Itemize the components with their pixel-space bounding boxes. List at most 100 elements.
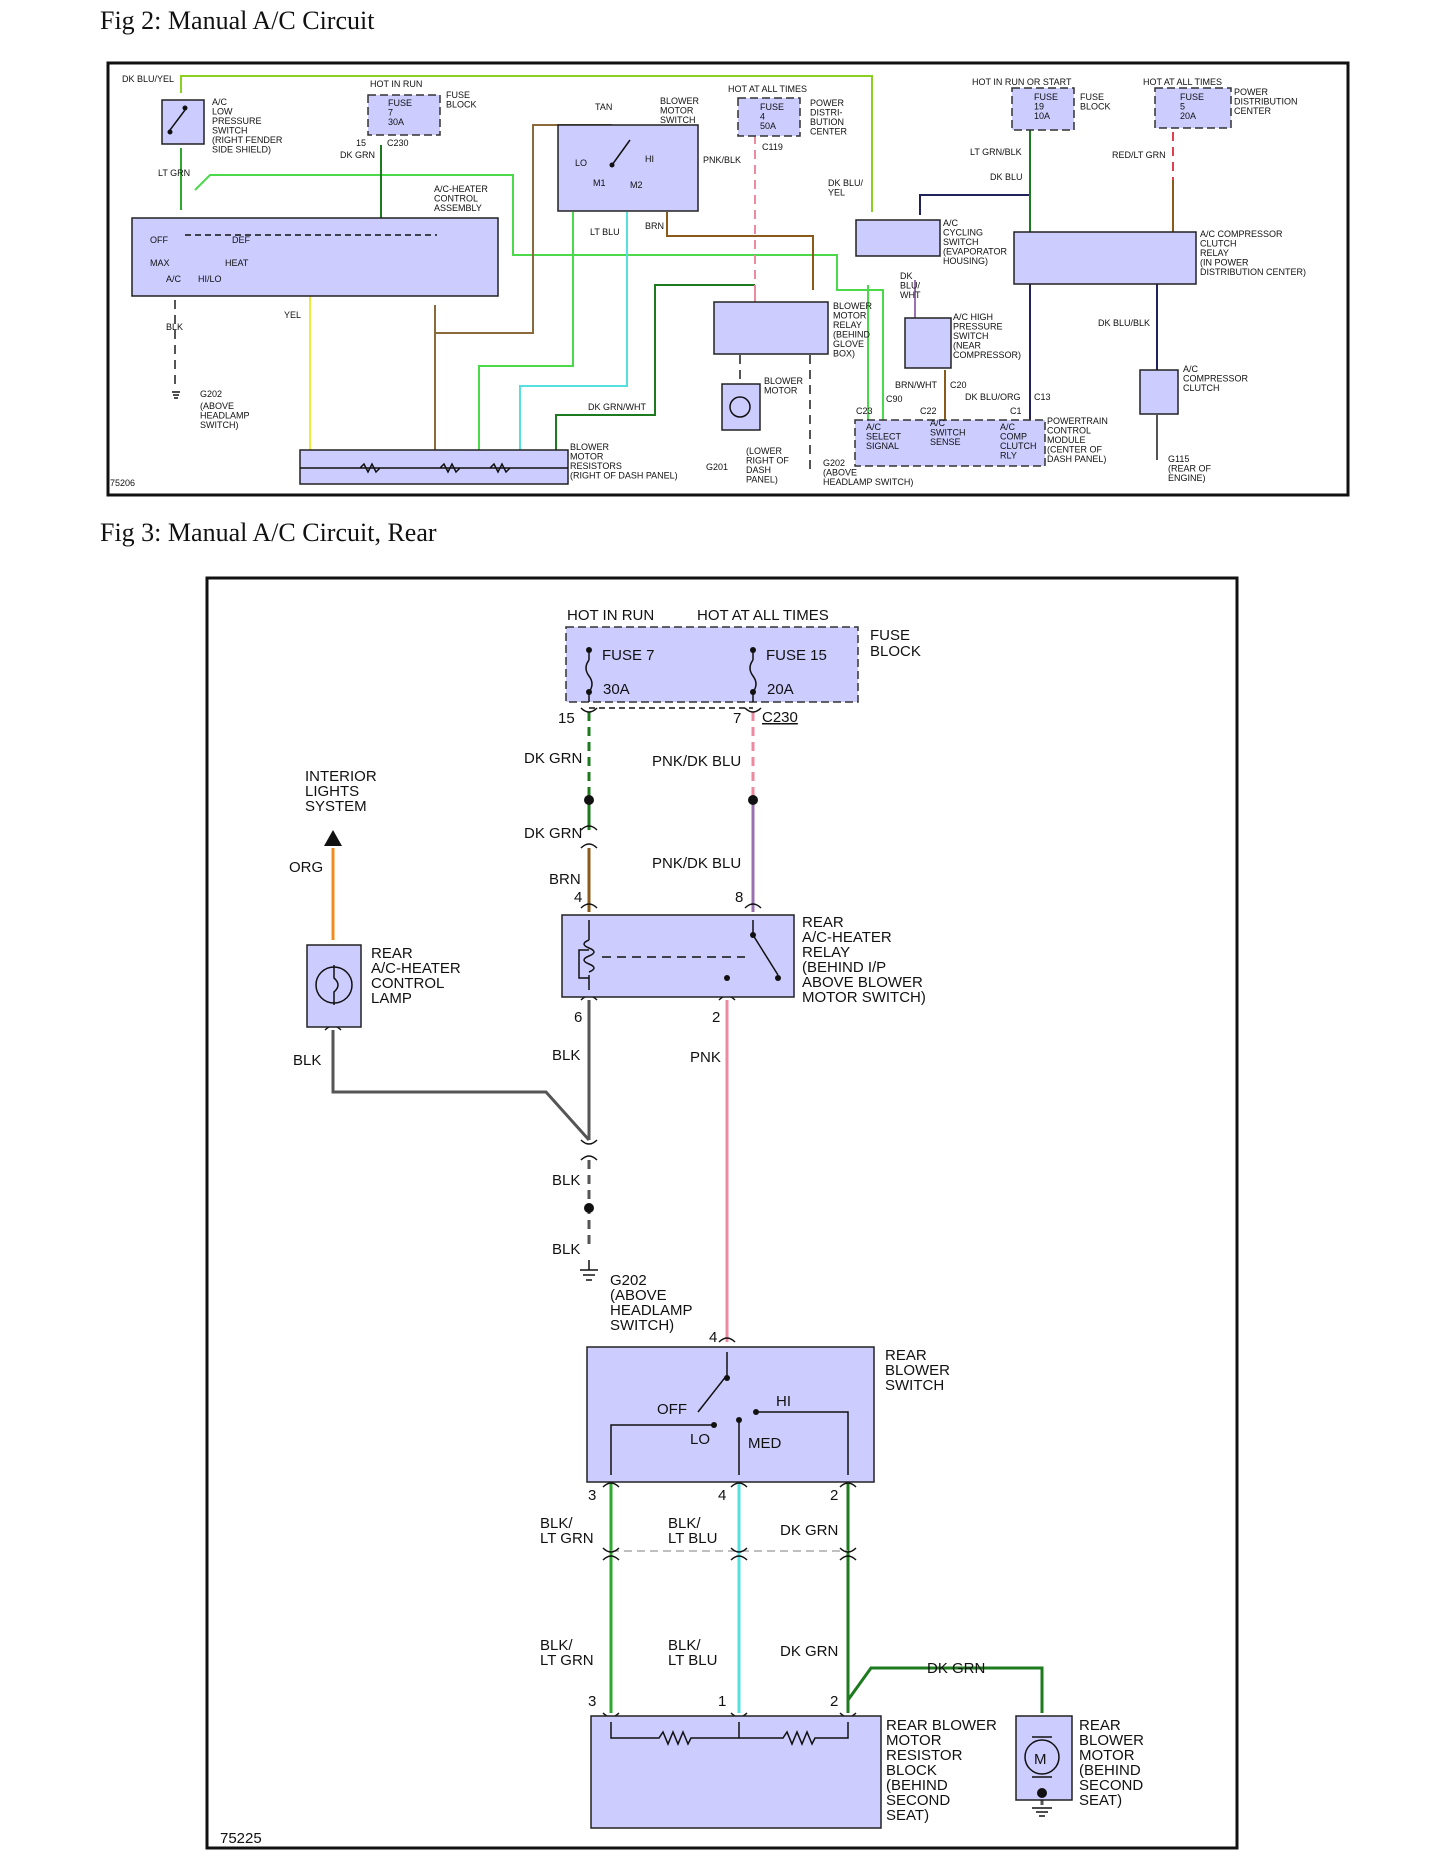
label-dk-grn-2: DK GRN [524,825,582,842]
resistor-icon [610,1722,849,1746]
label-pin-8: 8 [735,889,743,906]
rear-blower-switch [586,1346,875,1483]
label-brn: BRN [645,221,664,231]
label-blk-3: BLK [552,1241,580,1258]
label-c23: C23 [856,406,873,416]
fuse-5-fig2 [1154,87,1232,129]
label-blk-2: BLK [552,1172,580,1189]
label-c119: C119 [762,142,783,152]
label-fuse-15: FUSE 15 [766,647,827,664]
label-pin-2c: 2 [830,1693,838,1710]
label-red-lt-grn: RED/LT GRN [1112,150,1166,160]
ac-high-pressure-switch [904,317,952,369]
label-yel: YEL [284,310,301,320]
label-org: ORG [289,859,323,876]
label-pin-4b: 4 [709,1329,717,1346]
label-hilo: HI/LO [198,274,222,284]
label-max: MAX [150,258,170,268]
label-ac: A/C [166,274,182,284]
label-hot-run-start: HOT IN RUN OR START [972,77,1072,87]
label-blk-lt-grn-1: BLK/LT GRN [540,1515,594,1547]
fuse-7-fig2 [367,94,441,136]
label-pin-2b: 2 [830,1487,838,1504]
label-lo: LO [690,1431,710,1448]
label-dk-grn-3: DK GRN [780,1522,838,1539]
ground-icon [580,1260,598,1281]
fuse-7-icon [585,647,593,702]
label-heat: HEAT [225,258,249,268]
label-dk-grn-wht: DK GRN/WHT [588,402,646,412]
rear-blower-switch-contacts [610,1352,849,1475]
label-blk-lt-blu-2: BLK/LT BLU [668,1637,717,1669]
fuse-19-fig2 [1011,87,1075,131]
splice-dot [748,795,758,805]
label-g202: G202 [200,389,222,399]
label-hi: HI [645,154,654,164]
blower-motor-icon [729,396,751,418]
powertrain-control-module [854,419,1046,467]
label-hot-at-all-times: HOT AT ALL TIMES [697,607,829,624]
fig3-frame [205,576,1239,1850]
label-pnk-dk-blu-2: PNK/DK BLU [652,855,741,872]
blower-motor-switch [557,124,699,212]
label-fuse-7-amp: 30A [603,681,630,698]
relay-coil-icon [578,920,595,990]
label-lo: LO [575,158,587,168]
label-off: OFF [150,235,168,245]
label-pin-3b: 3 [588,1693,596,1710]
fuse-block-fig3 [565,626,859,703]
splice-dot [584,1203,594,1213]
label-pnk-blk: PNK/BLK [703,155,741,165]
blower-motor [721,383,761,431]
label-dk-blu-blk: DK BLU/BLK [1098,318,1150,328]
label-hot-all-times-2: HOT AT ALL TIMES [1143,77,1222,87]
fig2-wires [174,75,1174,470]
fig2-frame [106,61,1350,497]
ac-compressor-clutch-relay [1013,231,1197,285]
label-pin-7: 7 [733,710,741,727]
blower-motor-resistors [299,449,569,485]
label-c22: C22 [920,406,937,416]
label-c20: C20 [950,380,967,390]
label-def: DEF [232,235,251,245]
fig3-wires [331,712,1044,1805]
label-m2: M2 [630,180,643,190]
label-fuse-15-amp: 20A [767,681,794,698]
label-blk-lt-blu-1: BLK/LT BLU [668,1515,717,1547]
label-pin-2a: 2 [712,1009,720,1026]
label-c13: C13 [1034,392,1051,402]
up-arrow-icon [324,830,342,846]
ground-icon [172,391,180,399]
fig2-title: Fig 2: Manual A/C Circuit [100,6,375,35]
label-tan: TAN [595,102,612,112]
motor-icon-letter: M [1034,1751,1047,1768]
label-lt-blu: LT BLU [590,227,620,237]
rear-blower-motor-resistor-block [590,1715,882,1829]
splice-dot [584,795,594,805]
label-fuse-7: FUSE 7 [602,647,655,664]
label-pin-1: 1 [718,1693,726,1710]
label-dk-blu-yel: DK BLU/YEL [122,74,174,84]
label-blk: BLK [166,322,183,332]
